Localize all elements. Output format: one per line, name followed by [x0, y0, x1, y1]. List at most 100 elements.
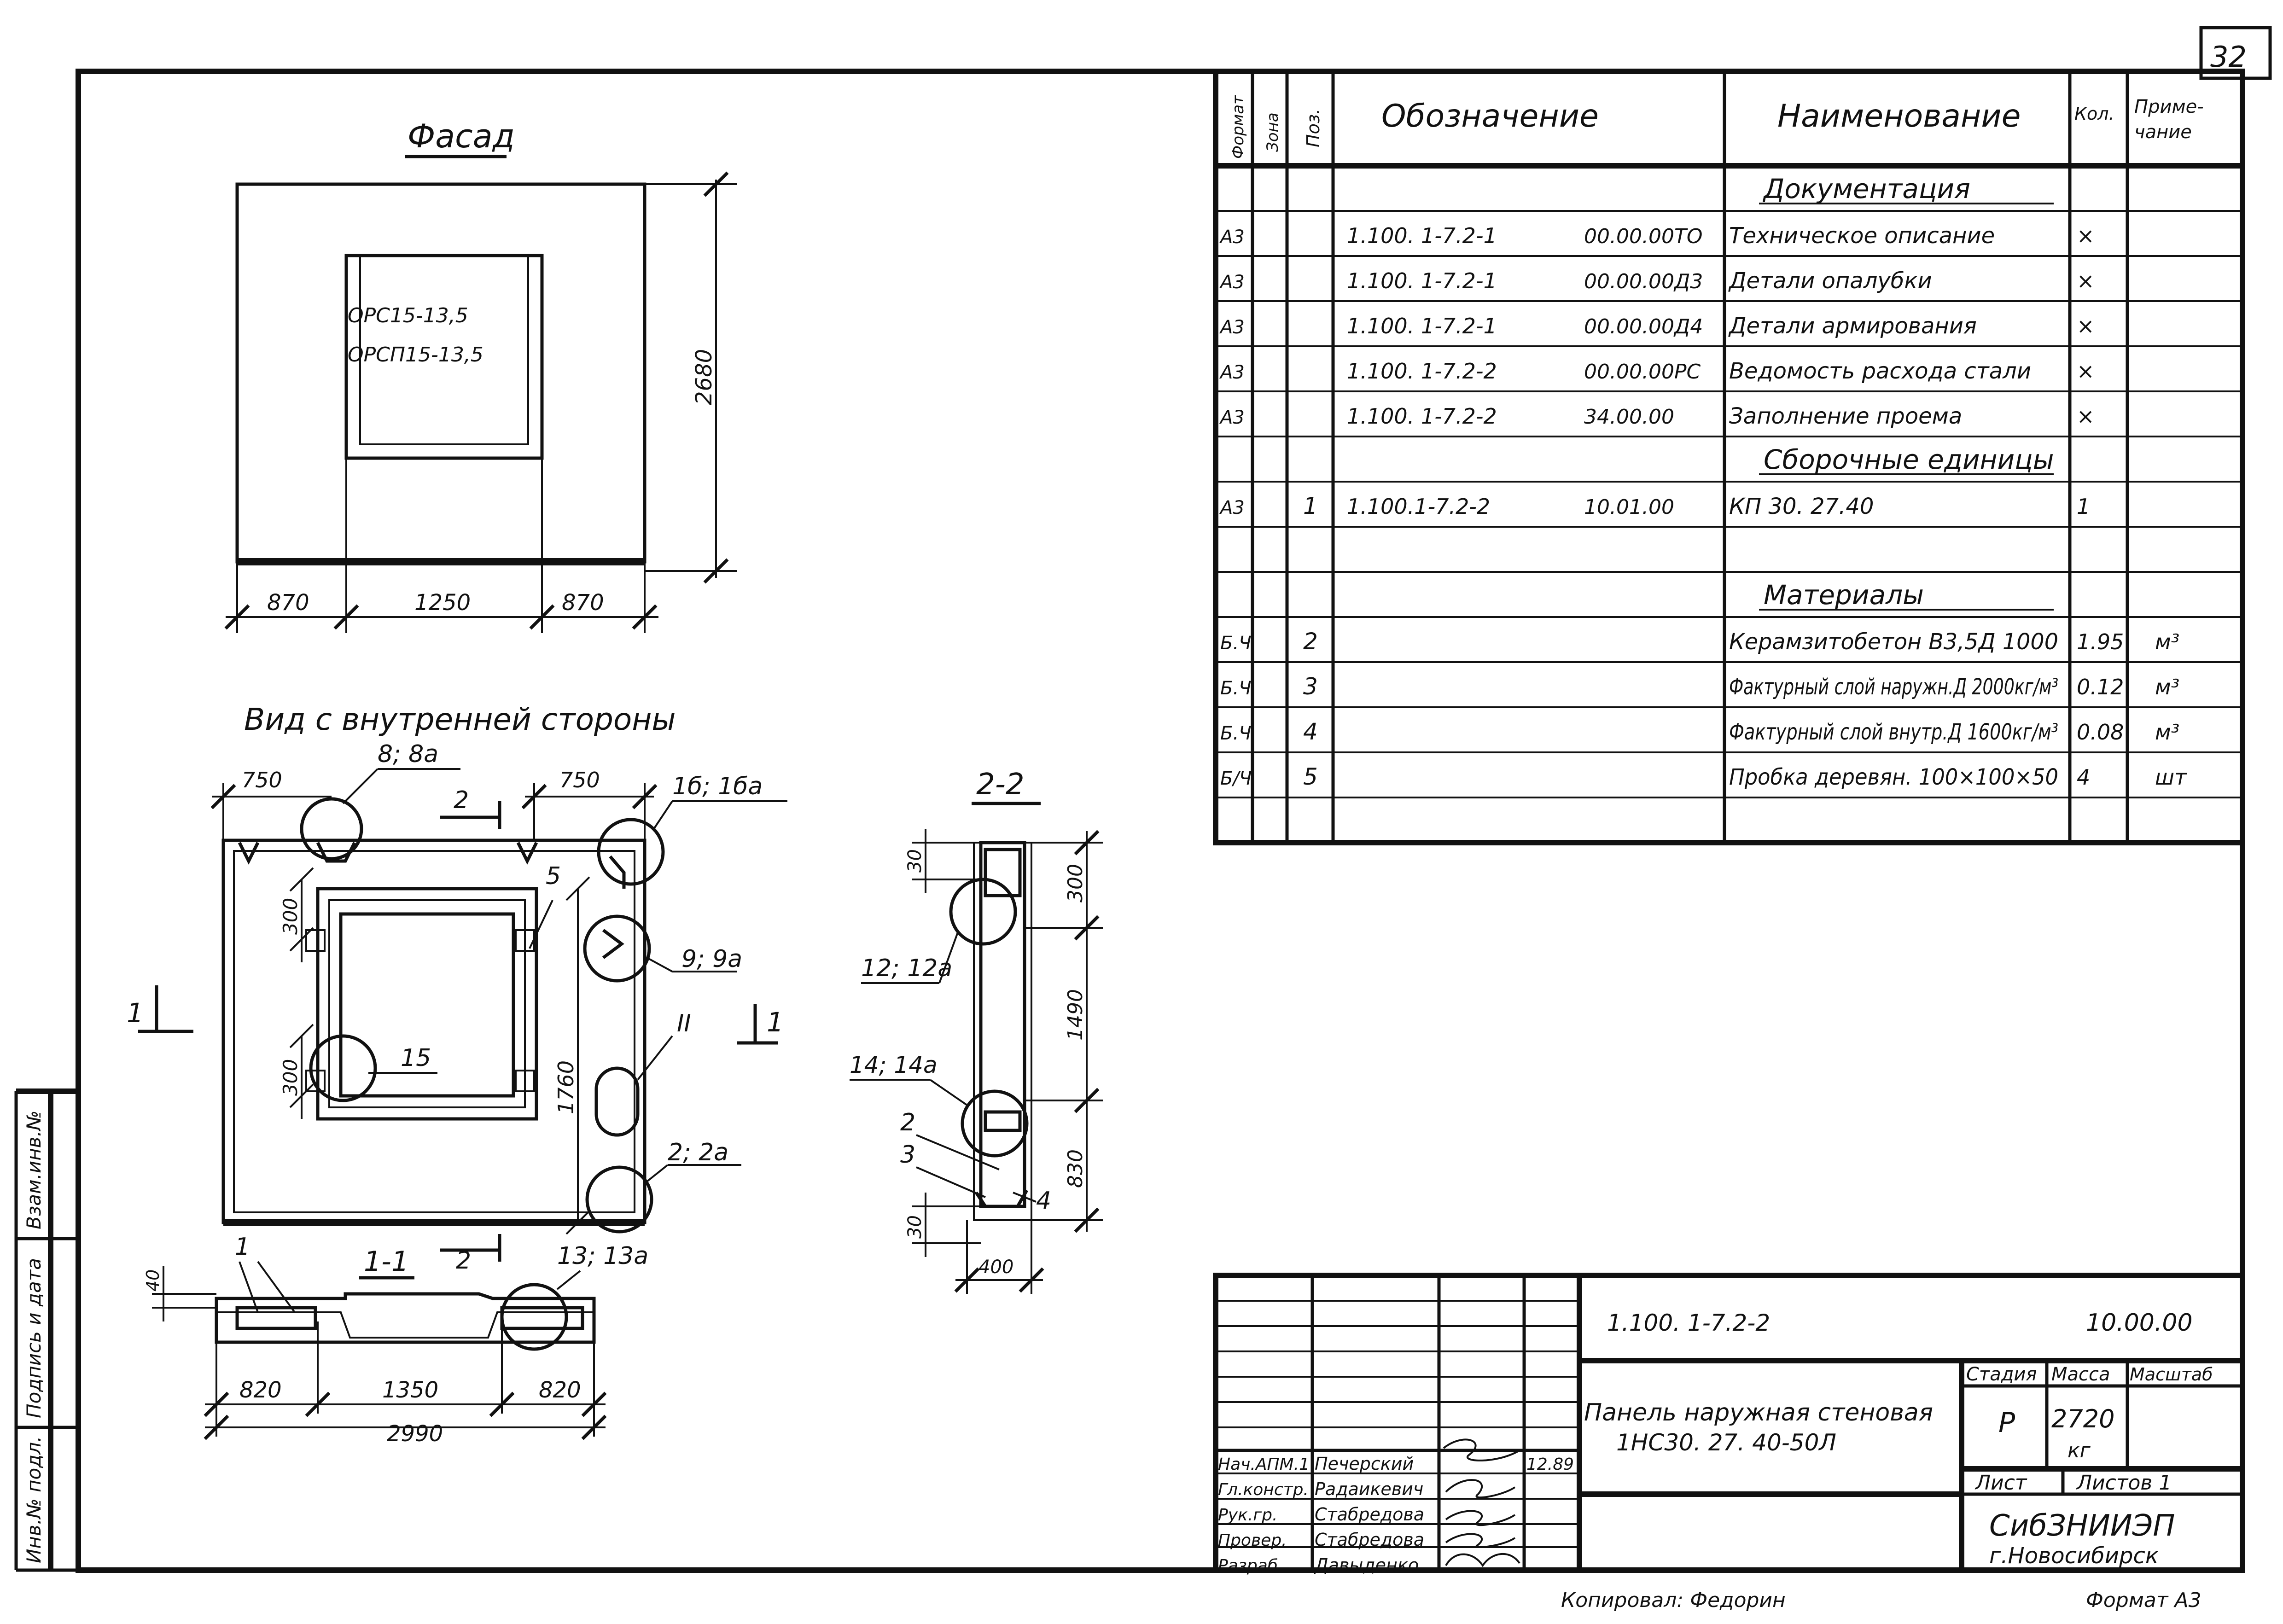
sheet-number: 32: [2210, 40, 2247, 74]
spec-cell-format: А3: [1219, 407, 1245, 428]
spec-row: Сборочные единицы: [1216, 444, 2242, 483]
spec-section-heading: Сборочные единицы: [1764, 444, 2054, 475]
facade-label-2: ОРСП15-13,5: [348, 343, 483, 367]
section-22-dim-left-2: 30: [904, 1215, 926, 1239]
strip-inv-podl: Инв.№ подл.: [23, 1436, 45, 1563]
sheet-frame: 32 Инв.№ подл. Подпись и дата Взам.инв.№: [14, 26, 2272, 1573]
inner-callout-9-9a: 9; 9а: [681, 945, 742, 973]
spec-header-qty: Кол.: [2074, 104, 2114, 124]
section-2-2: 2-2 30 30 300 1490 830: [850, 768, 1103, 1294]
spec-cell-name: Техническое описание: [1729, 223, 1995, 249]
section-11-dim-2: 1350: [382, 1377, 438, 1403]
title-block-mass-header: Масса: [2051, 1364, 2110, 1385]
spec-cell-qty: 1.95: [2077, 629, 2124, 654]
section-22-callout-3: 3: [900, 1141, 915, 1169]
spec-cell-qty: ×: [2077, 223, 2095, 248]
spec-cell-code: 1.100. 1-7.2-2: [1347, 359, 1497, 384]
spec-row: А3 1.100. 1-7.2-2 34.00.00 Заполнение проем…: [1216, 403, 2242, 437]
title-block-org-1: СибЗНИИЭП: [1989, 1509, 2175, 1543]
signature-mark: [1445, 1533, 1516, 1548]
strip-vzam-inv: Взам.инв.№: [23, 1111, 45, 1229]
role-person: Стабредова: [1315, 1530, 1424, 1550]
spec-cell-code2: 34.00.00: [1584, 405, 1674, 429]
spec-cell-qty: 0.08: [2077, 720, 2124, 745]
inner-callout-8-8a: 8; 8а: [378, 740, 438, 768]
title-block-sheet-header: Лист: [1974, 1471, 2027, 1495]
spec-header-pos: Поз.: [1303, 109, 1323, 147]
title-block-code2: 10.00.00: [2086, 1309, 2193, 1337]
section-22-title: 2-2: [976, 768, 1025, 802]
spec-cell-note: м³: [2155, 720, 2179, 745]
section-22-callout-4: 4: [1036, 1187, 1051, 1215]
spec-cell-name: Заполнение проема: [1729, 403, 1962, 429]
spec-header-name: Наименование: [1777, 98, 2021, 134]
title-block-role-row: Провер. Стабредова: [1218, 1530, 1424, 1550]
section-1-1: 1-1 1 2 13; 13а 40 820 1350: [143, 1233, 648, 1447]
facade-dim-bottom-3: 870: [562, 590, 604, 616]
spec-row: Документация: [1216, 173, 2242, 212]
role-title: Рук.гр.: [1218, 1506, 1277, 1525]
title-block-mass-unit: кг: [2068, 1439, 2091, 1462]
spec-cell-code: 1.100. 1-7.2-2: [1347, 404, 1497, 429]
spec-cell-code: 1.100.1-7.2-2: [1347, 494, 1490, 519]
inner-callout-2-2a: 2; 2а: [668, 1139, 728, 1166]
role-person: Давыденко: [1314, 1555, 1419, 1575]
strip-signature-date: Подпись и дата: [23, 1258, 45, 1418]
spec-cell-name: КП 30. 27.40: [1729, 494, 1874, 519]
spec-cell-format: А3: [1219, 317, 1245, 338]
inner-dim-top-2: 750: [559, 768, 600, 792]
role-title: Разраб.: [1218, 1556, 1283, 1575]
spec-cell-note: м³: [2155, 629, 2179, 654]
section-11-dim-1: 820: [239, 1377, 282, 1403]
title-block-code: 1.100. 1-7.2-2: [1607, 1310, 1770, 1336]
spec-cell-format: А3: [1219, 497, 1245, 518]
spec-cell-qty: 4: [2077, 765, 2090, 790]
footer-copied-by: Копировал: Федорин: [1561, 1589, 1786, 1612]
spec-cell-pos: 1: [1303, 493, 1318, 519]
title-block-mass: 2720: [2051, 1404, 2114, 1433]
spec-cell-qty: ×: [2077, 314, 2095, 338]
spec-cell-pos: 4: [1303, 718, 1318, 745]
spec-cell-note: шт: [2155, 765, 2187, 790]
spec-cell-name: Детали опалубки: [1728, 268, 1932, 294]
spec-cell-name: Пробка деревян. 100×100×50: [1729, 764, 2058, 790]
role-person: Стабредова: [1315, 1504, 1424, 1525]
facade-view: Фасад ОРС15-13,5 ОРСП15-13,5 2680 870 12…: [224, 117, 737, 633]
spec-cell-name: Ведомость расхода стали: [1729, 358, 2031, 384]
section-22-dim-left-1: 30: [904, 849, 926, 873]
spec-cell-qty: 0.12: [2077, 675, 2124, 699]
inner-dim-left-2: 300: [279, 1059, 302, 1096]
section-22-dim-right-2: 1490: [1064, 989, 1087, 1041]
inner-callout-II: II: [677, 1010, 691, 1037]
role-title: Гл.констр.: [1218, 1480, 1309, 1499]
role-person: Печерский: [1315, 1454, 1414, 1474]
facade-dim-bottom-2: 1250: [414, 590, 471, 616]
spec-cell-name: Керамзитобетон В3,5Д 1000: [1729, 629, 2058, 655]
spec-cell-code: 1.100. 1-7.2-1: [1347, 268, 1497, 293]
spec-section-heading: Материалы: [1764, 579, 1924, 611]
role-date: 12.89: [1526, 1455, 1574, 1474]
section-11-title: 1-1: [364, 1246, 409, 1278]
title-block-stage-header: Стадия: [1966, 1364, 2037, 1385]
title-block-role-row: Рук.гр. Стабредова: [1218, 1504, 1424, 1525]
section-22-dim-bottom: 400: [978, 1257, 1013, 1278]
inner-dim-right: 1760: [553, 1060, 578, 1114]
title-block-sheets-header: Листов 1: [2076, 1471, 2172, 1495]
spec-cell-qty: ×: [2077, 404, 2095, 429]
spec-cell-pos: 2: [1303, 628, 1318, 655]
section-22-dim-right-3: 830: [1064, 1149, 1087, 1188]
inner-view-title: Вид с внутренней стороны: [244, 702, 676, 737]
section-22-callout-2: 2: [900, 1109, 915, 1136]
specification-table: Формат Зона Поз. Обозначение Наименовани…: [1213, 69, 2245, 845]
spec-header-format: Формат: [1229, 95, 1247, 159]
section-22-callout-14: 14; 14а: [850, 1052, 938, 1078]
spec-cell-code2: 00.00.00Д4: [1584, 315, 1703, 338]
section-11-dim-side: 40: [143, 1269, 163, 1292]
role-title: Провер.: [1218, 1531, 1287, 1550]
